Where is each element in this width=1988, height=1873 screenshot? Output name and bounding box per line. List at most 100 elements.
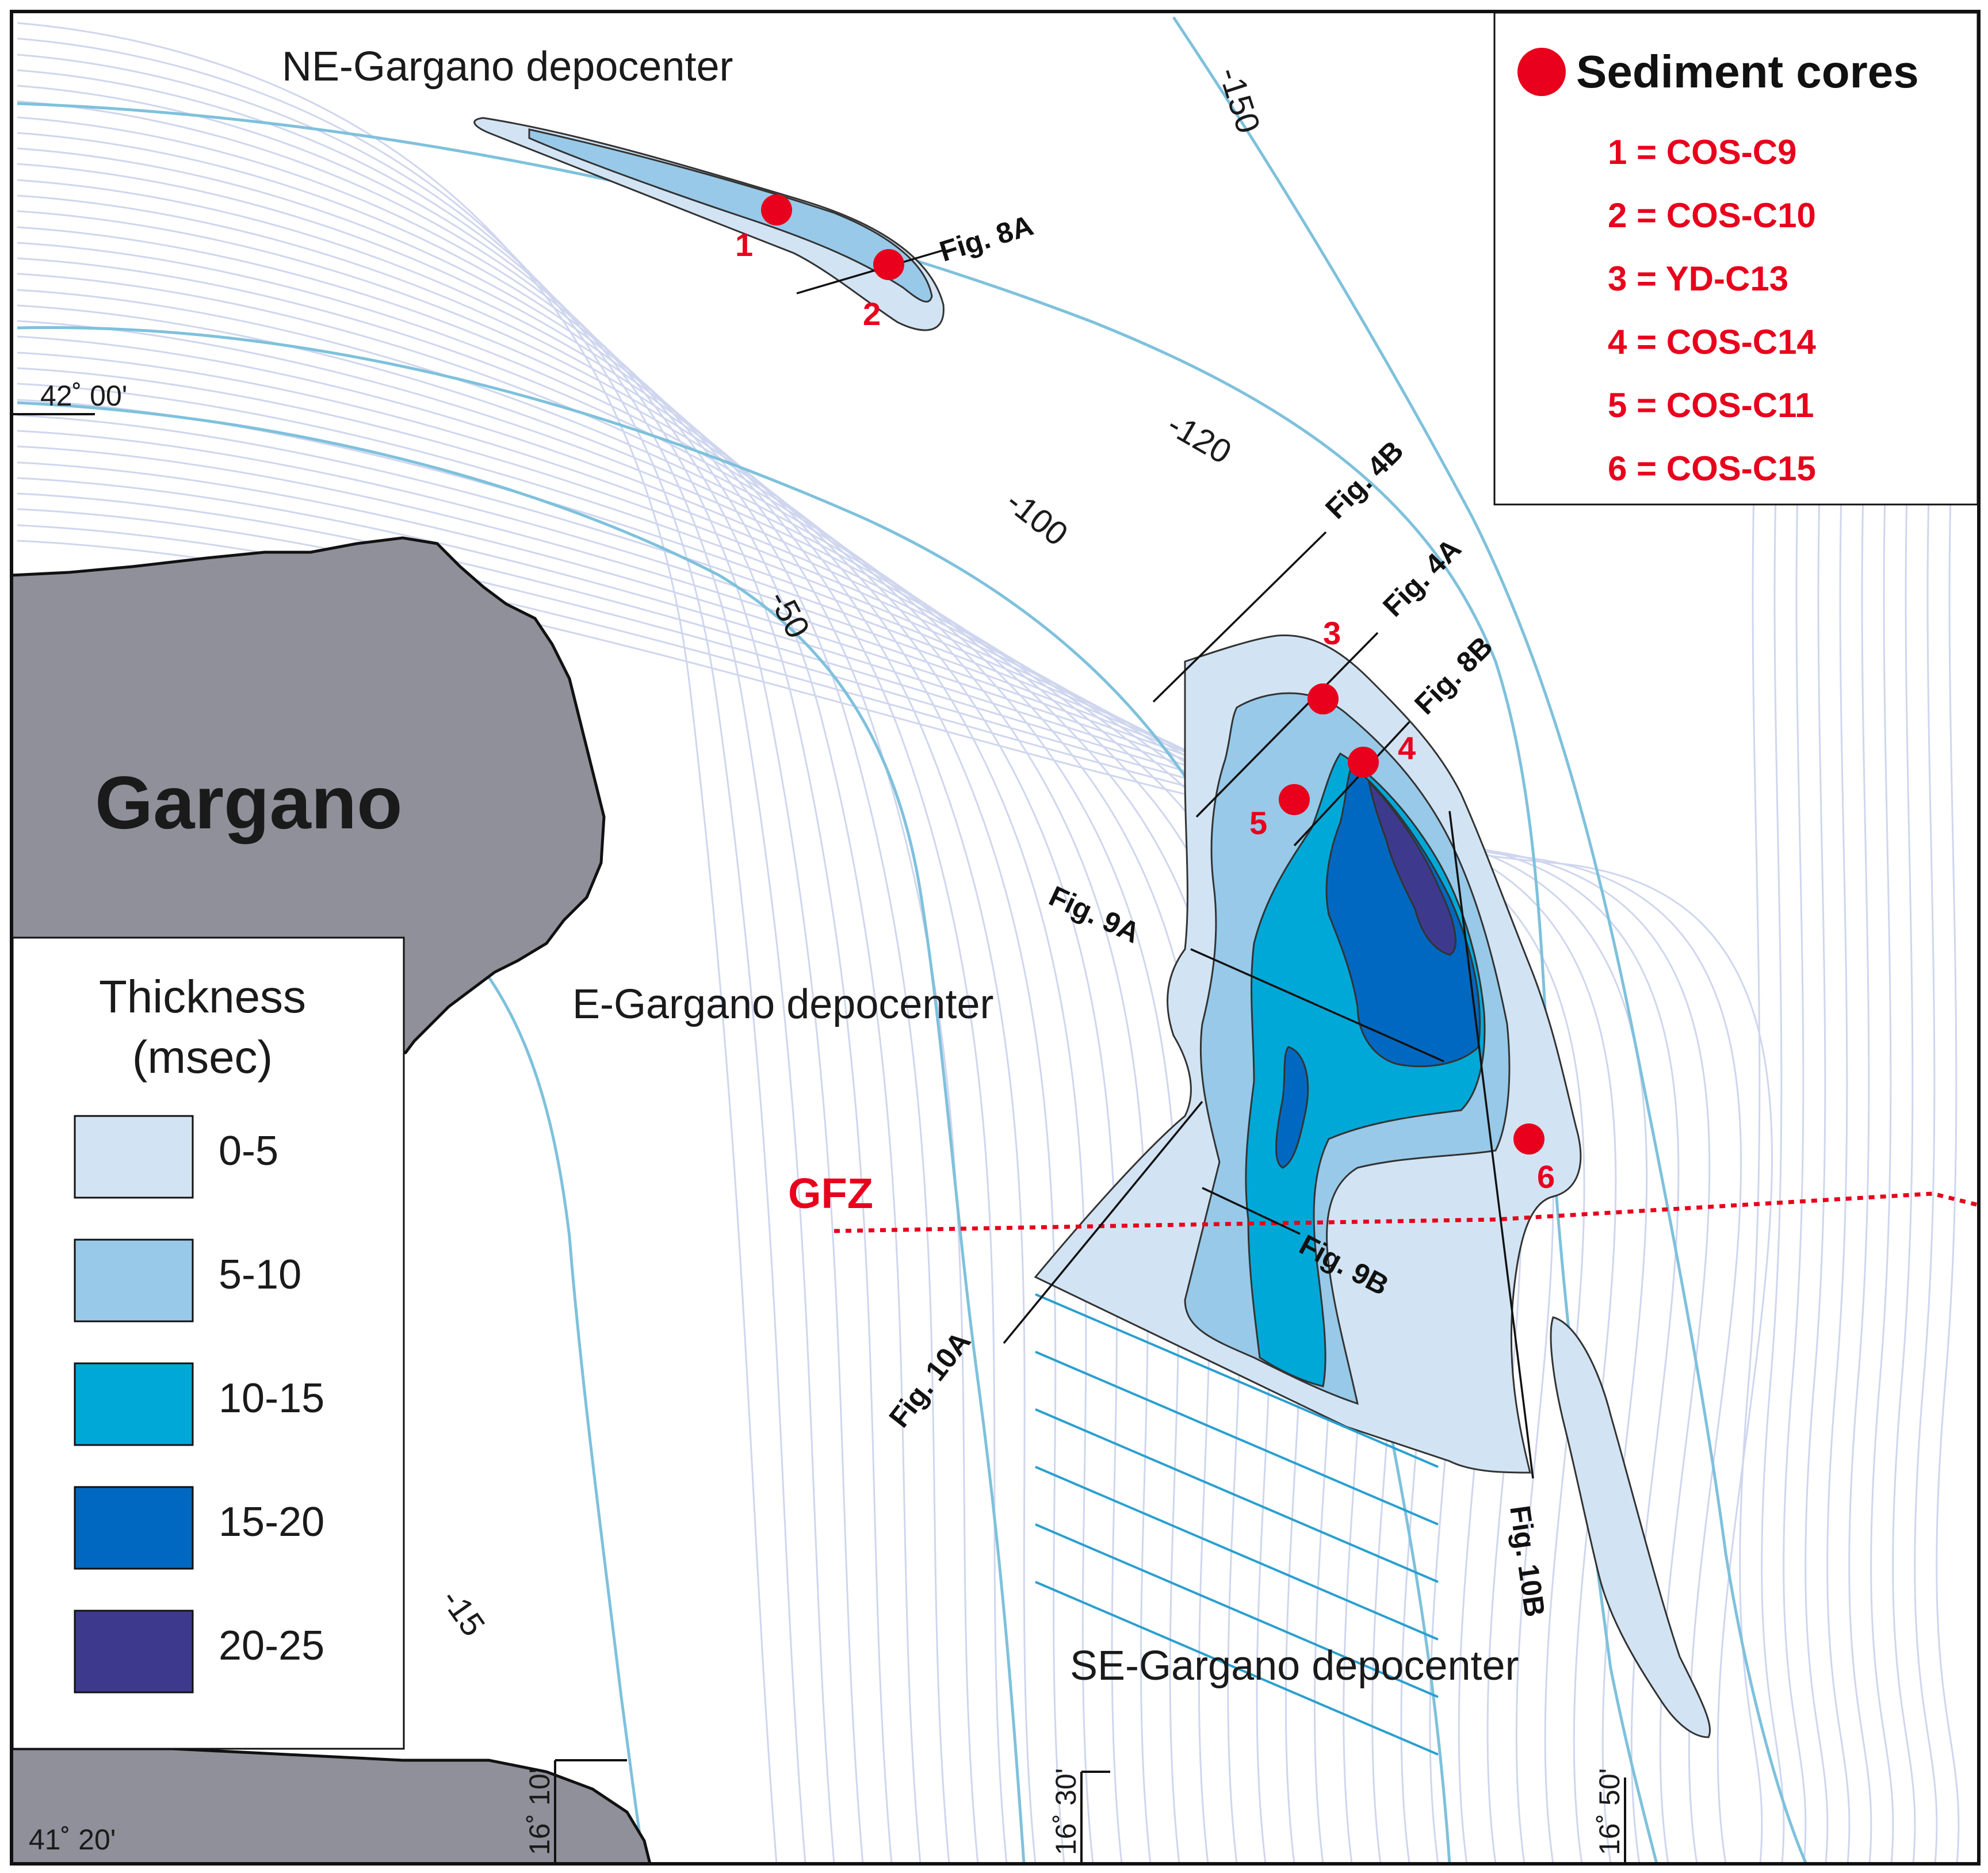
minor-contour — [17, 194, 1094, 1864]
gfz-fault-line — [834, 1191, 1979, 1233]
core-marker-2[interactable] — [873, 249, 904, 280]
core-number-2: 2 — [863, 296, 881, 332]
core-marker-1[interactable] — [761, 194, 792, 225]
core-marker-5[interactable] — [1279, 784, 1310, 815]
minor-contour — [1826, 345, 1851, 1864]
cores-legend-marker-icon — [1517, 48, 1566, 96]
e-depocenter-label: E-Gargano depocenter — [572, 981, 993, 1027]
minor-contour — [1936, 345, 1960, 1864]
minor-contour — [17, 508, 1711, 1864]
profile-line-10b — [1448, 811, 1534, 1479]
legend-swatch-15-20 — [74, 1486, 194, 1570]
minor-contour — [17, 132, 979, 1864]
core-markers — [761, 194, 1544, 1155]
legend-swatch-10-15 — [74, 1362, 194, 1446]
core-number-4: 4 — [1398, 730, 1416, 766]
hatch-line — [1035, 1523, 1439, 1698]
e-depocenter — [1034, 634, 1711, 1738]
hatch-line — [1035, 1581, 1439, 1756]
se-elongate-0-5 — [1550, 1316, 1711, 1738]
minor-contour — [1783, 345, 1807, 1864]
minor-contour — [17, 304, 1305, 1864]
ne-depocenter-label: NE-Gargano depocenter — [282, 44, 733, 90]
thickness-legend: Thickness (msec) 0-5 5-10 10-15 15-20 20… — [12, 936, 405, 1750]
minor-contour — [17, 210, 1123, 1864]
minor-contour — [1739, 345, 1763, 1864]
minor-contour — [17, 37, 806, 1864]
gargano-label: Gargano — [95, 760, 403, 844]
e-depocenter-15-20-lobe — [1275, 1046, 1309, 1169]
legend-label-15-20: 15-20 — [219, 1499, 324, 1545]
hatch-line — [1035, 1293, 1439, 1468]
minor-contour — [17, 289, 1274, 1864]
core-number-3: 3 — [1323, 615, 1341, 651]
profile-line-8a — [796, 249, 944, 295]
cores-legend-box — [1493, 12, 1979, 506]
minor-contour — [1914, 345, 1938, 1864]
hatch-line — [1035, 1351, 1439, 1526]
minor-contour — [17, 226, 1152, 1864]
minor-contour — [1870, 345, 1894, 1864]
contour-minus-15 — [413, 896, 646, 1864]
legend-label-5-10: 5-10 — [219, 1252, 301, 1298]
legend-swatch-20-25 — [74, 1610, 194, 1694]
minor-contour — [17, 85, 893, 1864]
e-depocenter-15-20-main — [1325, 763, 1481, 1068]
gfz-label: GFZ — [788, 1169, 873, 1217]
cores-legend-item-2: 2 = COS-C10 — [1608, 196, 1816, 235]
minor-contour — [17, 179, 1065, 1864]
core-number-1: 1 — [735, 227, 753, 263]
legend-swatch-5-10 — [74, 1239, 194, 1322]
ne-depocenter — [473, 117, 945, 331]
graticule — [12, 413, 1626, 1864]
profile-line-10a — [1003, 1100, 1203, 1344]
minor-contour — [17, 147, 1008, 1864]
minor-contour — [17, 524, 1742, 1864]
legend-label-20-25: 20-25 — [219, 1623, 324, 1669]
hatch-line — [1035, 1466, 1439, 1641]
map-frame — [10, 10, 1981, 1866]
core-marker-3[interactable] — [1308, 683, 1339, 714]
lat-label-41-20: 41˚ 20' — [29, 1824, 116, 1856]
contour-minus-150 — [1172, 16, 1808, 1865]
hatch-line — [1035, 1408, 1439, 1583]
se-depocenter-label: SE-Gargano depocenter — [1070, 1643, 1519, 1689]
core-marker-6[interactable] — [1513, 1123, 1544, 1155]
core-marker-4[interactable] — [1348, 747, 1379, 778]
minor-contour — [1761, 345, 1785, 1864]
minor-contour — [1892, 345, 1916, 1864]
minor-contour — [17, 100, 922, 1864]
minor-contour — [17, 242, 1180, 1864]
profile-lines — [796, 249, 1534, 1479]
cores-legend-item-1: 1 = COS-C9 — [1608, 133, 1796, 171]
lon-label-16-10: 16˚ 10' — [523, 1768, 556, 1855]
cores-legend: Sediment cores 1 = COS-C9 2 = COS-C10 3 … — [1493, 12, 1979, 506]
profile-line-4b — [1152, 531, 1327, 703]
minor-contour — [17, 273, 1242, 1864]
minor-contour — [17, 163, 1037, 1864]
gargano-land — [10, 536, 606, 1054]
lat-label-42-00: 42˚ 00' — [40, 380, 127, 412]
profile-line-9b — [1202, 1187, 1301, 1235]
cores-legend-item-3: 3 = YD-C13 — [1608, 259, 1788, 298]
legend-swatch-0-5 — [74, 1115, 194, 1199]
cores-legend-item-5: 5 = COS-C11 — [1608, 386, 1814, 425]
core-number-5: 5 — [1249, 805, 1267, 841]
core-numbers: 1 2 3 4 5 6 — [735, 227, 1555, 1195]
minor-contour — [17, 69, 864, 1864]
minor-contour — [17, 116, 950, 1864]
profile-line-4a — [1195, 632, 1379, 818]
ne-depocenter-5-10 — [528, 128, 933, 303]
se-depocenter-hatch — [1035, 1293, 1439, 1756]
lon-label-16-50: 16˚ 50' — [1593, 1768, 1626, 1855]
cores-legend-item-4: 4 = COS-C14 — [1608, 323, 1816, 361]
contour-minus-50 — [17, 401, 1026, 1864]
minor-contour — [17, 22, 778, 1864]
profile-line-8b — [1293, 721, 1410, 847]
profile-line-9a — [1190, 948, 1444, 1062]
legend-label-10-15: 10-15 — [219, 1375, 324, 1421]
minor-contour — [1805, 345, 1829, 1864]
lon-label-16-30: 16˚ 30' — [1050, 1768, 1082, 1855]
ne-depocenter-0-5 — [473, 117, 945, 331]
